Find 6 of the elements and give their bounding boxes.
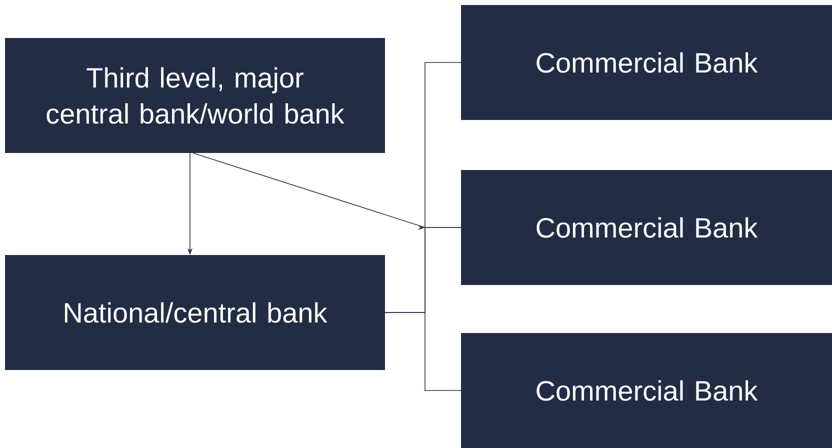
bank-box: Third level, major central bank/world bank [5,38,385,153]
connector [384,312,462,391]
bank-box: Commercial Bank [461,333,832,448]
bank-box: Commercial Bank [461,170,832,285]
bank-box: National/central bank [5,255,385,370]
bank-box: Commercial Bank [461,5,832,120]
